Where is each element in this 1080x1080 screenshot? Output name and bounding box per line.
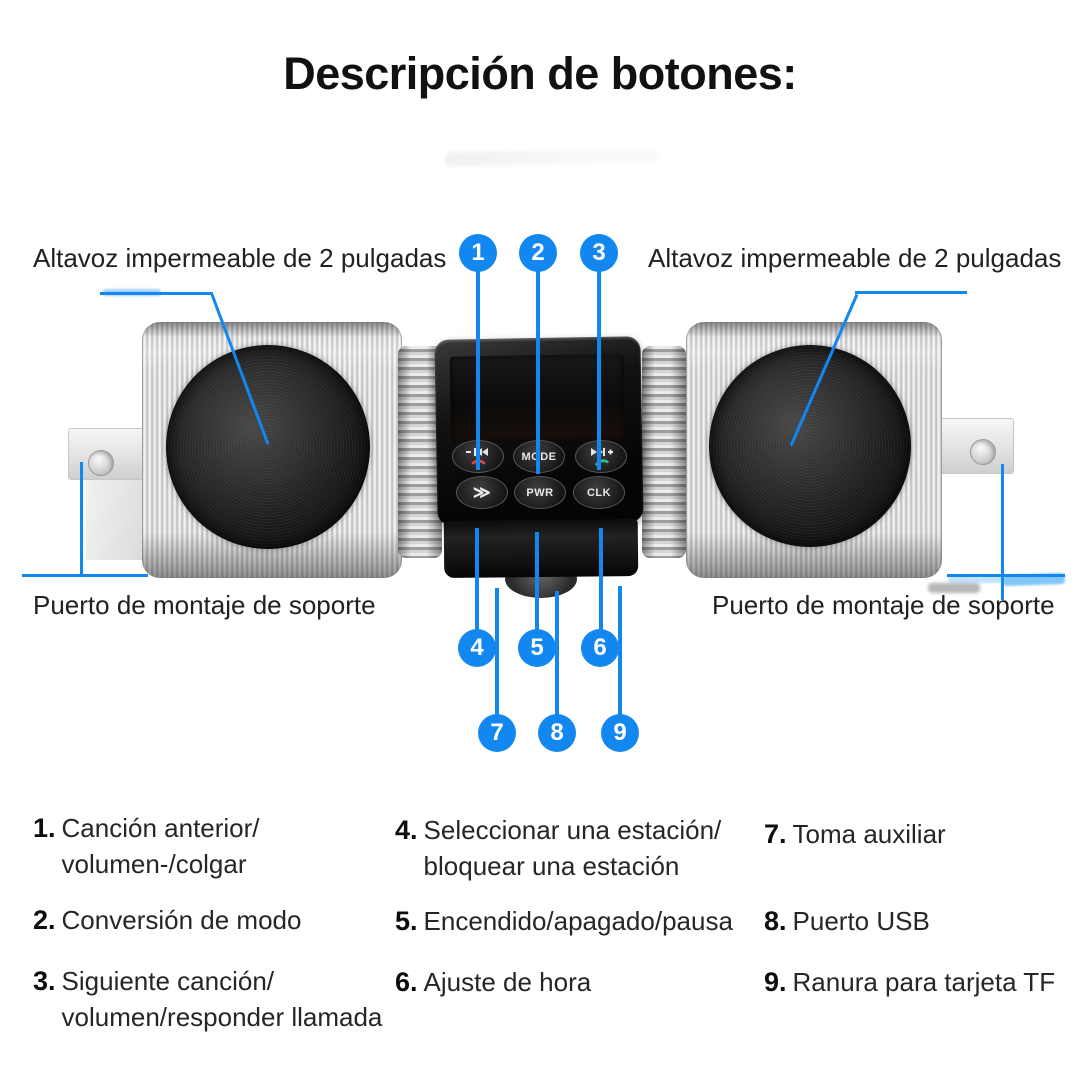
- fast-forward-icon: ≫: [472, 483, 492, 502]
- callout-5: 5: [518, 629, 556, 667]
- bracket-screw-left: [88, 450, 114, 476]
- legend-text-2: Conversión de modo: [61, 905, 302, 935]
- legend-num-9: 9.: [764, 967, 787, 997]
- callout-line-4: [475, 528, 479, 630]
- leader-underline-speaker-left: [100, 292, 213, 295]
- control-panel-base: [443, 518, 639, 579]
- callout-6: 6: [581, 629, 619, 667]
- leader-vline-bracket-left: [80, 462, 83, 576]
- mount-arm-left: [86, 470, 144, 560]
- label-bracket-right: Puerto de montaje de soporte: [712, 590, 1055, 620]
- legend-text-8: Puerto USB: [792, 906, 930, 936]
- marker-smudge-right-2: [948, 576, 1003, 583]
- leader-vline-bracket-right: [1001, 464, 1004, 600]
- legend-item-2: 2. Conversión de modo: [33, 902, 301, 938]
- legend-item-4: 4. Seleccionar una estación/ bloquear un…: [395, 812, 721, 884]
- legend-item-6: 6. Ajuste de hora: [395, 964, 591, 1000]
- clock-button: CLK: [573, 476, 625, 509]
- faint-smudge: [444, 148, 661, 167]
- legend-text-9: Ranura para tarjeta TF: [792, 967, 1056, 997]
- next-volume-answer-button: [575, 440, 627, 473]
- legend-num-2: 2.: [33, 905, 56, 935]
- callout-2: 2: [519, 234, 557, 272]
- callout-line-5: [535, 532, 539, 630]
- callout-8: 8: [538, 714, 576, 752]
- callout-line-9: [618, 586, 622, 715]
- legend-item-3: 3. Siguiente canción/ volumen/responder …: [33, 963, 382, 1035]
- callout-1: 1: [459, 234, 497, 272]
- legend-item-5: 5. Encendido/apagado/pausa: [395, 903, 733, 939]
- legend-item-1: 1. Canción anterior/ volumen-/colgar: [33, 810, 260, 882]
- power-button-label: PWR: [526, 486, 554, 499]
- legend-num-3: 3.: [33, 966, 56, 996]
- speaker-grille-left: [166, 345, 370, 549]
- legend-text-1: Canción anterior/ volumen-/colgar: [61, 813, 260, 879]
- callout-line-8: [555, 591, 559, 715]
- legend-text-7: Toma auxiliar: [792, 819, 946, 849]
- callout-line-2: [536, 271, 540, 474]
- leader-hline-bracket-right: [947, 574, 1065, 577]
- callout-3: 3: [580, 234, 618, 272]
- legend-num-7: 7.: [764, 819, 787, 849]
- legend-item-9: 9. Ranura para tarjeta TF: [764, 964, 1055, 1000]
- label-speaker-left: Altavoz impermeable de 2 pulgadas: [33, 243, 447, 273]
- next-track-plus-icon: [591, 448, 613, 456]
- bracket-screw-right: [970, 439, 996, 465]
- fast-forward-button: ≫: [456, 476, 508, 509]
- legend-text-3: Siguiente canción/ volumen/responder lla…: [61, 966, 383, 1032]
- legend-text-4: Seleccionar una estación/ bloquear una e…: [423, 815, 722, 881]
- gray-scribble: [928, 583, 980, 593]
- legend-item-7: 7. Toma auxiliar: [764, 816, 946, 852]
- power-button: PWR: [514, 476, 566, 509]
- callout-line-7: [495, 588, 499, 715]
- callout-line-6: [599, 528, 603, 630]
- callout-line-1: [476, 271, 480, 470]
- legend-text-6: Ajuste de hora: [423, 967, 592, 997]
- callout-9: 9: [601, 714, 639, 752]
- legend-num-4: 4.: [395, 815, 418, 845]
- leader-underline-speaker-right: [855, 291, 967, 294]
- leader-hline-bracket-left: [22, 574, 148, 577]
- legend-item-8: 8. Puerto USB: [764, 903, 930, 939]
- answer-phone-icon: [594, 459, 609, 466]
- callout-4: 4: [458, 629, 496, 667]
- page-title: Descripción de botones:: [283, 48, 797, 99]
- clock-button-label: CLK: [586, 486, 612, 499]
- legend-num-6: 6.: [395, 967, 418, 997]
- label-bracket-left: Puerto de montaje de soporte: [33, 590, 376, 620]
- callout-7: 7: [478, 714, 516, 752]
- speaker-grille-right: [709, 345, 911, 547]
- legend-num-1: 1.: [33, 813, 56, 843]
- legend-text-5: Encendido/apagado/pausa: [423, 906, 733, 936]
- legend-num-8: 8.: [764, 906, 787, 936]
- callout-line-3: [597, 271, 601, 470]
- legend-num-5: 5.: [395, 906, 418, 936]
- label-speaker-right: Altavoz impermeable de 2 pulgadas: [648, 243, 1062, 273]
- hinge-right: [642, 346, 686, 558]
